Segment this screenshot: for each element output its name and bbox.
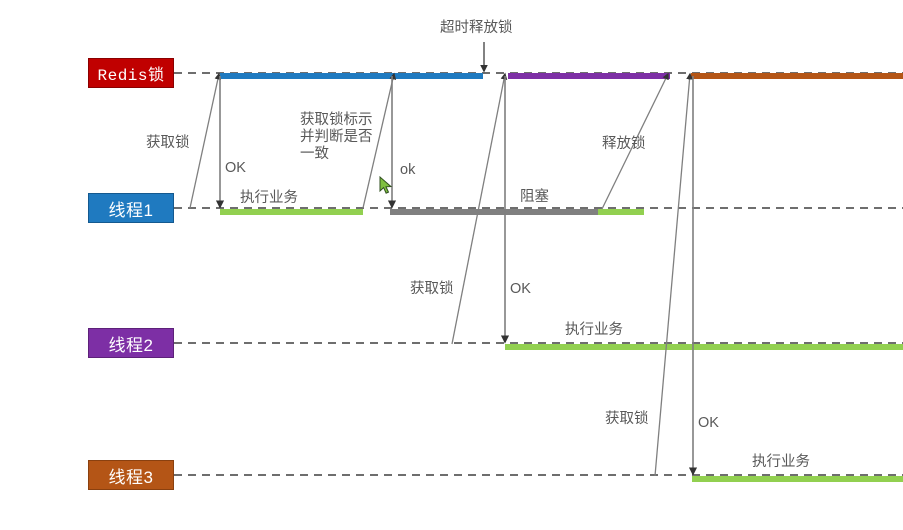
note-release-lock: 释放锁: [602, 136, 646, 152]
note-execute-business-3: 执行业务: [752, 454, 810, 470]
lane-label-text: 线程2: [108, 335, 154, 355]
note-ok-1: OK: [225, 160, 246, 176]
arrow-thread3-acquire-lock: [654, 72, 693, 477]
thread1-business-bar-2: [598, 209, 644, 215]
lane-label-text: Redis锁: [97, 67, 165, 85]
redis-lock-bar-thread3: [691, 73, 903, 79]
note-acquire-lock-1: 获取锁: [146, 135, 190, 151]
thread3-business-bar: [692, 476, 903, 482]
note-ok-4: OK: [698, 415, 719, 431]
arrow-thread1-acquire-lock: [189, 72, 222, 209]
note-check-lock-flag: 获取锁标示 并判断是否 一致: [300, 112, 373, 162]
thread1-business-bar-1: [220, 209, 363, 215]
thread1-blocked-bar: [390, 209, 598, 215]
note-ok-3: OK: [510, 281, 531, 297]
arrows-group: [189, 42, 698, 477]
arrow-thread2-acquire-lock: [451, 72, 508, 345]
lane-label-thread3[interactable]: 线程3: [88, 460, 174, 490]
thread2-business-bar: [505, 344, 903, 350]
note-execute-business-2: 执行业务: [565, 322, 623, 338]
note-timeout-release: 超时释放锁: [440, 20, 513, 36]
lane-label-thread2[interactable]: 线程2: [88, 328, 174, 358]
arrow-thread1-release-lock: [601, 72, 669, 210]
lane-label-redis[interactable]: Redis锁: [88, 58, 174, 88]
note-acquire-lock-3: 获取锁: [605, 411, 649, 427]
lane-label-thread1[interactable]: 线程1: [88, 193, 174, 223]
redis-lock-bar-thread2: [508, 73, 670, 79]
lane-label-text: 线程3: [108, 467, 154, 487]
note-execute-business-1: 执行业务: [240, 190, 298, 206]
arrow-thread1-check-lock: [362, 72, 397, 209]
note-blocked: 阻塞: [520, 189, 549, 205]
redis-lock-bar-thread1: [220, 73, 483, 79]
lifelines-group: [174, 72, 903, 476]
bars-group: [220, 73, 903, 482]
lane-label-text: 线程1: [108, 200, 154, 220]
note-ok-2: ok: [400, 162, 416, 178]
note-acquire-lock-2: 获取锁: [410, 281, 454, 297]
